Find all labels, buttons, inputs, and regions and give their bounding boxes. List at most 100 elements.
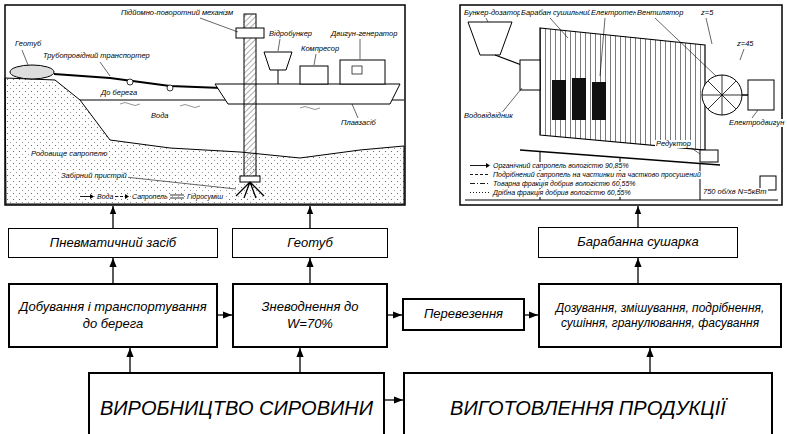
part-label: Бункер-дозатор: [463, 9, 522, 17]
legend-sample: [470, 189, 492, 196]
dryer-drawing: [700, 150, 718, 162]
flow-arrow: [525, 314, 538, 315]
legend-item: Дрібна фракція добрив вологістю 60,55%: [470, 189, 632, 197]
flow-arrow: [112, 258, 113, 283]
process-box: Перевезення: [402, 298, 525, 331]
legend-text: Вода: [96, 193, 114, 201]
box-text: Геотуб: [237, 235, 383, 251]
legend-item: Товарна фракція добрив вологістю 60,55%: [470, 180, 637, 188]
legend-item: Сапропель: [115, 193, 169, 201]
box-text: Дозування, змішування, подрібнення, суші…: [545, 301, 775, 331]
dryer-drawing: [592, 82, 606, 120]
box-text: ВИРОБНИЦТВО СИРОВИНИ: [94, 396, 379, 421]
legend-item: Гідросуміш: [170, 193, 224, 201]
extraction-scene: [5, 5, 405, 205]
dryer-drawing: [742, 94, 748, 96]
part-label: Водовідвідник: [463, 112, 514, 120]
extraction-scene: [10, 65, 54, 79]
extraction-scene: [127, 79, 133, 85]
legend-sample: [470, 180, 492, 187]
stage-box: ВИГОТОВЛЕННЯ ПРОДУКЦІЇ: [403, 372, 773, 434]
picture-arrows: [113, 206, 638, 228]
legend-text: Сапропель: [131, 193, 169, 201]
legend-sample: [470, 171, 492, 178]
part-label: Електродвигун: [728, 119, 785, 127]
dryer-drawing: [702, 75, 742, 115]
part-label: Барабан сушильний: [520, 9, 592, 17]
legend-text: Товарна фракція добрив вологістю 60,55%: [492, 180, 637, 188]
means-box: Геотуб: [232, 228, 388, 258]
legend-text: Гідросуміш: [186, 193, 224, 201]
extraction-scene: [5, 78, 404, 204]
flow-arrow: [218, 314, 232, 315]
dryer-drawing: [552, 80, 566, 120]
dryer-drawing: [460, 5, 782, 205]
part-label: Забірний пристрій: [60, 172, 128, 180]
dryer-drawing: [520, 60, 540, 90]
process-box: Дозування, змішування, подрібнення, суші…: [538, 283, 782, 348]
part-label: Підйомно-поворотний механізм: [120, 9, 234, 17]
part-label: 750 об/хв N=5кВт: [702, 188, 768, 196]
box-text: Добування і транспортування до берега: [16, 299, 210, 332]
flow-arrow: [309, 258, 310, 283]
flow-arrow: [129, 348, 130, 372]
extraction-scene: [236, 182, 264, 198]
process-box: Добування і транспортування до берега: [8, 283, 218, 348]
legend-item: Органічний сапропель вологістю 90,85%: [470, 162, 630, 170]
extraction-scene: [352, 66, 362, 74]
extraction-scene: [5, 5, 405, 205]
part-label: Вода: [150, 112, 170, 120]
part-label: До берега: [100, 89, 138, 97]
legend-item: Подрібнений сапропель на частинки та час…: [470, 171, 702, 179]
part-label: Компресор: [300, 45, 340, 53]
flow-arrow: [388, 314, 402, 315]
extraction-scene: [167, 85, 173, 91]
flow-arrow: [385, 399, 403, 400]
dryer-drawing: [702, 75, 742, 115]
dryer-drawing: [465, 200, 778, 201]
part-label: z=45: [736, 40, 754, 48]
dryer-drawing: [486, 18, 758, 154]
extraction-scene: [278, 70, 279, 84]
part-label: Електротен: [590, 9, 638, 17]
extraction-scene: [264, 52, 292, 70]
box-text: Барабанна сушарка: [543, 234, 733, 250]
part-label: Двигун-генератор: [330, 30, 398, 38]
legend-item: Вода: [80, 193, 114, 201]
means-box: Пневматичний засіб: [8, 228, 218, 258]
part-label: Відробункер: [268, 30, 313, 38]
legend-sample: [80, 193, 96, 200]
legend-sample: [470, 162, 492, 169]
box-text: Перевезення: [408, 306, 519, 322]
extraction-scene: [236, 28, 264, 38]
part-label: Вентилятор: [636, 9, 684, 17]
legend-text: Подрібнений сапропель на частинки та час…: [492, 171, 702, 179]
picture-arrows: [637, 206, 638, 227]
means-box: Барабанна сушарка: [538, 227, 738, 258]
box-text: Пневматичний засіб: [13, 235, 213, 251]
flow-arrow: [637, 258, 638, 283]
dryer-drawing: [460, 5, 782, 205]
extraction-scene: [22, 18, 360, 189]
extraction-scene: [340, 60, 385, 84]
legend-sample: [115, 193, 131, 200]
dryer-drawing: [572, 78, 586, 120]
extraction-scene: [300, 66, 328, 84]
dryer-drawing: [540, 28, 705, 150]
picture-arrows: [112, 206, 113, 228]
dryer-drawing: [468, 22, 512, 55]
box-text: Зневоднення до W=70%: [240, 299, 380, 332]
part-label: Трубопровідний транспортер: [42, 52, 151, 60]
extraction-scene: [240, 176, 260, 182]
part-label: z=5: [700, 9, 714, 17]
picture-arrows: [309, 206, 310, 228]
box-text: ВИГОТОВЛЕННЯ ПРОДУКЦІЇ: [409, 396, 767, 421]
part-label: Геотуб: [14, 40, 42, 48]
legend-text: Органічний сапропель вологістю 90,85%: [492, 162, 630, 170]
extraction-scene: [215, 84, 400, 104]
extraction-scene: [54, 74, 222, 88]
flow-arrow: [649, 348, 650, 372]
